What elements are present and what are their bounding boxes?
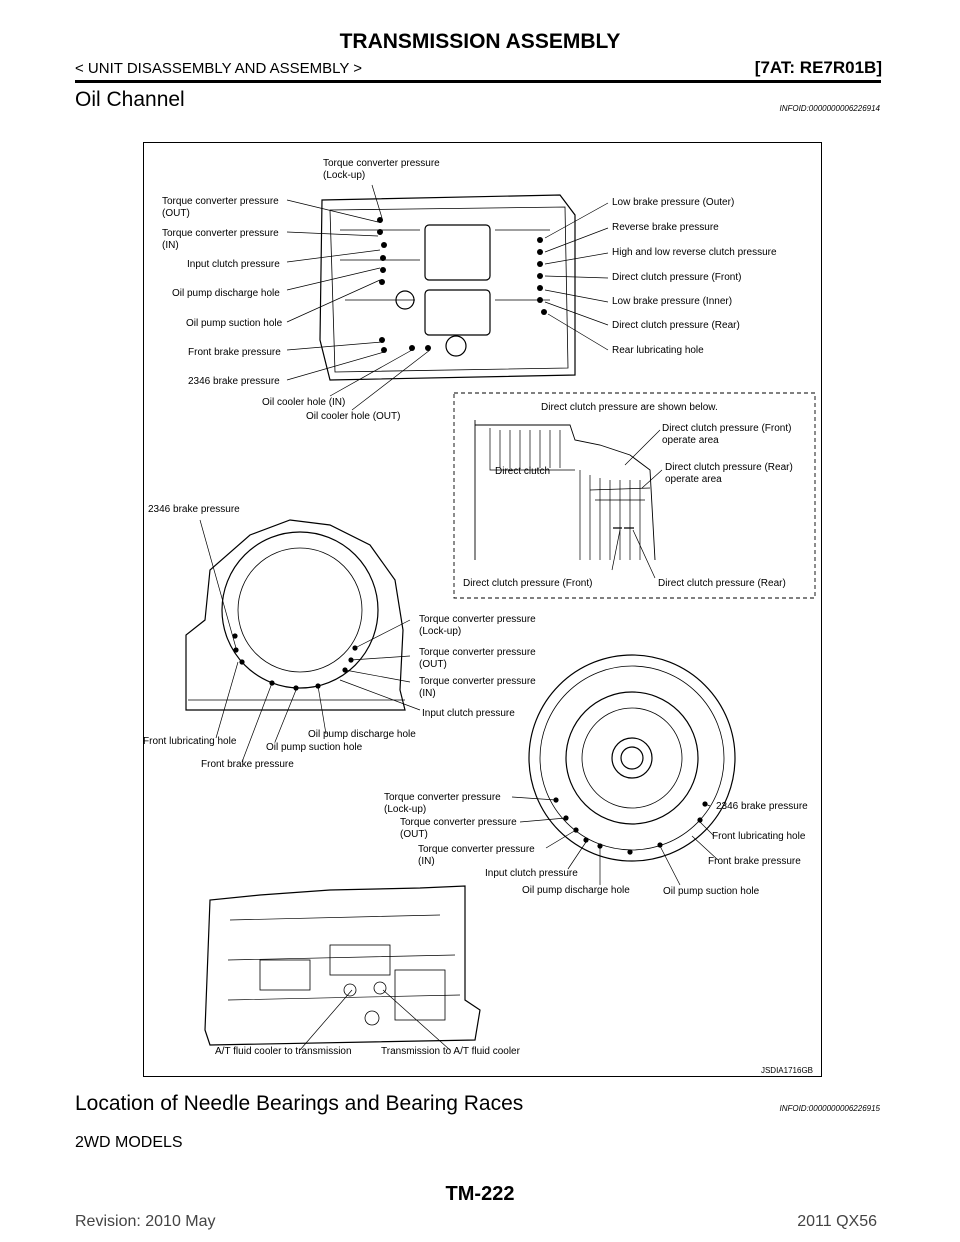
section-title-bearings: Location of Needle Bearings and Bearing … — [75, 1092, 524, 1115]
label-2346-brake-pump: 2346 brake pressure — [716, 801, 808, 812]
label-tc-out-top: Torque converter pressure (OUT) — [162, 196, 279, 219]
page-title: TRANSMISSION ASSEMBLY — [339, 30, 621, 53]
figure-frame — [143, 142, 822, 1077]
header-rule — [75, 80, 881, 83]
label-pump-discharge-pump: Oil pump discharge hole — [522, 885, 630, 896]
label-pump-discharge-mid: Oil pump discharge hole — [308, 729, 416, 740]
label-reverse-brake: Reverse brake pressure — [612, 222, 719, 233]
label-2346-brake-mid: 2346 brake pressure — [148, 504, 240, 515]
label-tc-lockup-mid: Torque converter pressure (Lock-up) — [419, 614, 536, 637]
label-tc-lockup-top: Torque converter pressure (Lock-up) — [323, 158, 440, 181]
label-trans-to-cooler: Transmission to A/T fluid cooler — [381, 1046, 520, 1057]
label-high-low-reverse-clutch: High and low reverse clutch pressure — [612, 247, 777, 258]
label-low-brake-outer: Low brake pressure (Outer) — [612, 197, 735, 208]
page-number: TM-222 — [445, 1183, 515, 1205]
label-pump-suction-mid: Oil pump suction hole — [266, 742, 363, 753]
label-tc-out-mid: Torque converter pressure (OUT) — [419, 647, 536, 670]
label-oil-cooler-out: Oil cooler hole (OUT) — [306, 411, 401, 422]
label-front-operate-area: Direct clutch pressure (Front) operate a… — [662, 423, 792, 446]
label-direct-clutch: Direct clutch — [495, 466, 551, 477]
label-direct-clutch-rear-top: Direct clutch pressure (Rear) — [612, 320, 740, 331]
infoid-oil-channel: INFOID:0000000006226914 — [779, 104, 880, 113]
label-cooler-to-trans: A/T fluid cooler to transmission — [215, 1046, 352, 1057]
label-2346-brake-top: 2346 brake pressure — [188, 376, 280, 387]
label-front-lub-mid: Front lubricating hole — [143, 736, 237, 747]
subheading-2wd: 2WD MODELS — [75, 1134, 183, 1151]
label-direct-clutch-front-top: Direct clutch pressure (Front) — [612, 272, 742, 283]
label-input-clutch-mid: Input clutch pressure — [422, 708, 515, 719]
label-front-lub-pump: Front lubricating hole — [712, 831, 806, 842]
section-title-oil-channel: Oil Channel — [75, 88, 185, 111]
label-pump-suction-pump: Oil pump suction hole — [663, 886, 760, 897]
label-oil-cooler-in: Oil cooler hole (IN) — [262, 397, 346, 408]
footer-model: 2011 QX56 — [797, 1213, 877, 1230]
label-pump-suction-top: Oil pump suction hole — [186, 318, 283, 329]
label-input-clutch-top: Input clutch pressure — [187, 259, 280, 270]
infoid-bearings: INFOID:0000000006226915 — [779, 1104, 880, 1113]
label-tc-in-top: Torque converter pressure (IN) — [162, 228, 279, 251]
figure-code: JSDIA1716GB — [760, 1066, 813, 1075]
label-input-clutch-pump: Input clutch pressure — [485, 868, 578, 879]
label-pump-discharge-top: Oil pump discharge hole — [172, 288, 280, 299]
label-rear-lubricating: Rear lubricating hole — [612, 345, 704, 356]
label-front-brake-top: Front brake pressure — [188, 347, 281, 358]
label-front-brake-mid: Front brake pressure — [201, 759, 294, 770]
breadcrumb: < UNIT DISASSEMBLY AND ASSEMBLY > — [75, 60, 363, 77]
label-tc-out-pump: Torque converter pressure (OUT) — [400, 817, 517, 840]
label-detail-caption: Direct clutch pressure are shown below. — [541, 402, 718, 413]
footer-revision: Revision: 2010 May — [75, 1213, 216, 1230]
label-tc-in-pump: Torque converter pressure (IN) — [418, 844, 535, 867]
label-detail-rear: Direct clutch pressure (Rear) — [658, 578, 786, 589]
label-front-brake-pump: Front brake pressure — [708, 856, 801, 867]
label-detail-front: Direct clutch pressure (Front) — [463, 578, 593, 589]
label-rear-operate-area: Direct clutch pressure (Rear) operate ar… — [665, 462, 793, 485]
label-tc-lockup-pump: Torque converter pressure (Lock-up) — [384, 792, 501, 815]
label-tc-in-mid: Torque converter pressure (IN) — [419, 676, 536, 699]
label-low-brake-inner: Low brake pressure (Inner) — [612, 296, 733, 307]
model-code: [7AT: RE7R01B] — [754, 58, 882, 77]
